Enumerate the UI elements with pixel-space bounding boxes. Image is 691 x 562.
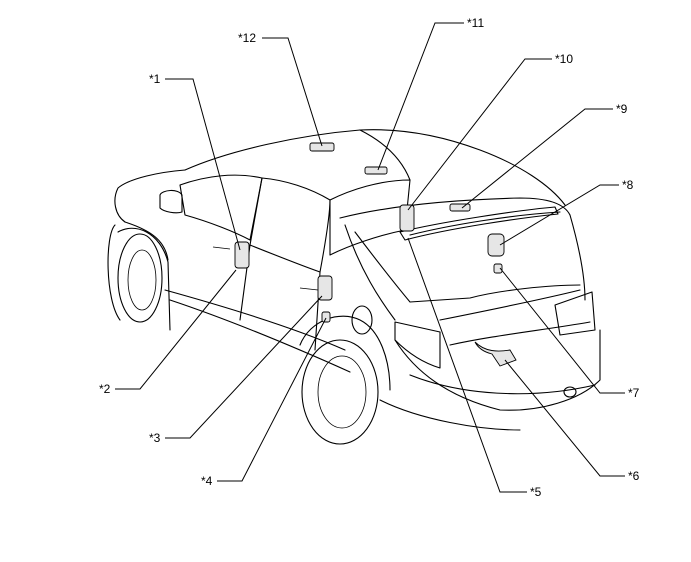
callout-10: *10 [555,52,573,66]
callout-6: *6 [628,469,640,483]
vehicle-illustration [107,129,601,445]
callout-3: *3 [149,431,161,445]
back-door-switch-part [493,263,503,274]
callout-1: *1 [149,72,161,86]
callout-7: *7 [628,386,640,400]
roof-part-windshield [309,142,335,152]
rear-bumper-part [474,341,517,367]
roof-part-front [364,166,388,175]
front-door-lock-part [234,241,250,269]
back-door-lock-part-left [399,204,415,232]
leader-lines [115,22,625,493]
roof-part-center [449,203,471,212]
callout-11: *11 [467,16,484,30]
component-parts [234,142,517,367]
callout-2: *2 [99,382,111,396]
rear-door-switch-part [321,311,331,323]
callout-8: *8 [622,178,634,192]
callout-4: *4 [201,474,213,488]
back-door-lock-part-right [487,233,505,257]
callout-12: *12 [238,31,256,45]
rear-door-lock-part [317,275,333,301]
callout-labels: *1 *2 *3 *4 *5 *6 *7 *8 *9 *10 *11 *12 [99,16,640,499]
callout-9: *9 [616,102,628,116]
callout-5: *5 [530,485,542,499]
